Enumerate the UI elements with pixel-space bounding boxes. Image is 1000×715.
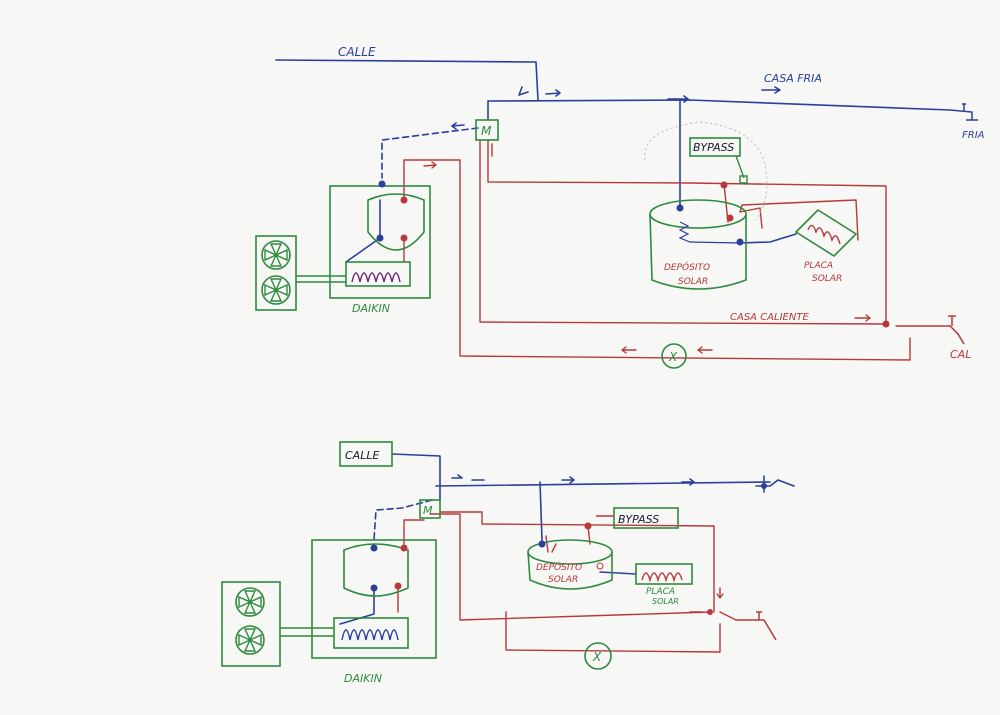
- tank-cold-port: [676, 204, 684, 212]
- cold-supply-main: [487, 99, 951, 111]
- tank-to-panel-cold: [739, 233, 797, 244]
- solar-tank-2: [527, 539, 613, 590]
- daikin-unit: [255, 185, 431, 311]
- daikin-tank-port-cold: [376, 234, 384, 242]
- cold-tap-label: FRIA: [962, 130, 985, 141]
- heat-pump-label: DAIKIN: [352, 302, 390, 315]
- arrow-cold-street: [518, 86, 529, 96]
- arrow-hot-return-1: [697, 346, 713, 354]
- daikin-inner-cold: [345, 199, 381, 263]
- tank-cold-port: [538, 540, 546, 548]
- diagram-bottom: [221, 441, 795, 670]
- pump-label: X: [592, 650, 602, 664]
- junction-dot: [707, 609, 713, 615]
- bypass-halo: [644, 121, 768, 221]
- panel-label-line1: PLACA: [646, 587, 675, 597]
- arrow-hot-return-2: [621, 346, 637, 354]
- hot-house-label: CASA CALIENTE: [730, 312, 809, 323]
- tap-icon: [949, 103, 978, 121]
- tap-icon: [930, 315, 965, 345]
- daikin-unit-2: [221, 539, 437, 667]
- solar-panel: [794, 208, 858, 258]
- bypass-box: [613, 507, 679, 529]
- cold-house-label: CASA FRIA: [764, 72, 822, 85]
- daikin-exchanger: [345, 261, 411, 287]
- solar-panel-2: [635, 563, 693, 585]
- pump-icon: [661, 343, 687, 369]
- hot-water-lines-2: [397, 511, 751, 653]
- panel-label-line1: PLACA: [804, 261, 833, 271]
- daikin-tank-port-hot: [394, 582, 402, 590]
- hot-tap-label: CAL: [950, 348, 971, 361]
- tap-icon: [750, 611, 777, 641]
- daikin-tank-port-cold: [370, 584, 378, 592]
- tank-hot-port: [720, 181, 728, 189]
- daikin-coil: [351, 272, 401, 283]
- panel-label-line2: SOLAR: [812, 274, 842, 284]
- tank-hot-inner-port: [726, 214, 734, 222]
- arrow-hot-casa: [854, 314, 871, 322]
- valve-label: M: [423, 504, 433, 517]
- daikin-hot-port: [400, 196, 408, 204]
- daikin-tank-port-hot: [400, 234, 408, 242]
- cold-to-daikin: [381, 127, 479, 179]
- tank-label-line2: SOLAR: [678, 277, 708, 287]
- fan-icon: [261, 275, 291, 305]
- bypass-valve-icon: [739, 175, 748, 184]
- hot-water-lines: [403, 139, 931, 361]
- arrow-cold-house: [761, 86, 781, 94]
- bypass-box: [689, 137, 741, 157]
- pump-icon: [584, 642, 612, 670]
- outdoor-fan-unit: [255, 235, 297, 311]
- hot-from-daikin: [403, 159, 911, 361]
- street-box: [339, 441, 393, 467]
- tank-label-line1: DEPÓSITO: [536, 561, 582, 573]
- tank-label-line2: SOLAR: [548, 575, 578, 585]
- street-label: CALLE: [338, 45, 376, 59]
- mixing-valve-icon: [419, 499, 441, 519]
- hot-return-loop: [487, 139, 887, 325]
- daikin-cold-port: [370, 544, 378, 552]
- fan-icon: [261, 240, 291, 270]
- tank-label-line1: DEPÓSITO: [664, 261, 710, 273]
- tank-panel-port: [736, 238, 744, 246]
- street-main-line: [275, 59, 539, 101]
- fan-connection: [296, 275, 346, 283]
- tank-coil: [678, 221, 741, 244]
- pump-label: X: [668, 350, 678, 364]
- street-label: CALLE: [345, 449, 379, 462]
- arrow-cold-daikin: [451, 122, 465, 130]
- fan-icon: [235, 587, 265, 617]
- solar-tank: [649, 199, 747, 290]
- daikin-tank: [367, 193, 425, 251]
- heat-pump-label: DAIKIN: [344, 672, 382, 685]
- hot-to-house-line: [479, 139, 887, 325]
- bypass-label: BYPASS: [618, 513, 659, 526]
- tank-hot-port: [584, 522, 592, 530]
- tank-panel-port: [596, 562, 604, 570]
- junction-dot: [882, 320, 890, 328]
- daikin-cold-port: [378, 180, 386, 188]
- arrow-cold-tank: [667, 95, 689, 103]
- fan-icon: [235, 625, 265, 655]
- cold-water-lines-2: [339, 453, 795, 625]
- junction-dot: [761, 483, 767, 489]
- arrow-hot-daikin: [423, 161, 437, 169]
- daikin-hot-port: [400, 544, 408, 552]
- panel-label-line2: SOLAR: [652, 597, 679, 606]
- arrow-cold-right: [545, 89, 561, 97]
- diagram-top: [255, 59, 978, 369]
- mixing-valve-icon: [475, 119, 499, 141]
- cold-water-lines: [275, 59, 951, 263]
- valve-label: M: [481, 124, 492, 138]
- bypass-label: BYPASS: [693, 141, 734, 154]
